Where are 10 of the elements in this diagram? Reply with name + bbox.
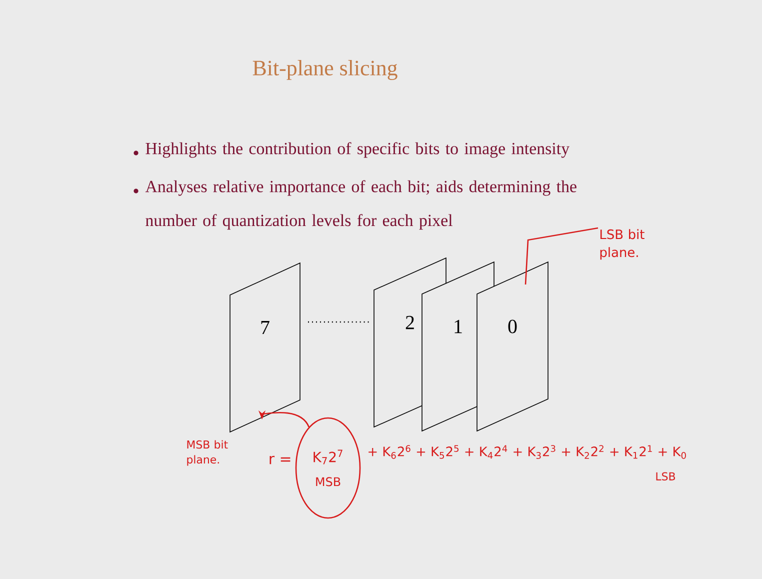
circled-term: K$_{7}$2$^{7}$ MSB <box>295 417 361 519</box>
handwritten-note: MSB bit plane. <box>187 440 228 466</box>
formula: + K$_{6}$2$^{6}$ + K$_{5}$2$^{5}$ + K$_{4}$2$^{4}$ + K$_{3}$2$^{3}$ + K$_{2}$2$^{2}$ + K$_{1}$2$^{1}$ + K$_{0}$ <box>368 445 686 459</box>
handwritten-note: LSB bit plane. <box>600 229 644 260</box>
leader-line <box>524 227 598 285</box>
bullet-text: Analyses relative importance of each bit; aids determining the number of quantization levels for each pixel <box>145 180 576 230</box>
formula: r = <box>270 456 290 464</box>
bullet-text: Highlights the contribution of specific bits to image intensity <box>146 142 570 158</box>
title: Bit-plane slicing <box>252 60 398 80</box>
handwritten-note: LSB <box>656 472 675 480</box>
